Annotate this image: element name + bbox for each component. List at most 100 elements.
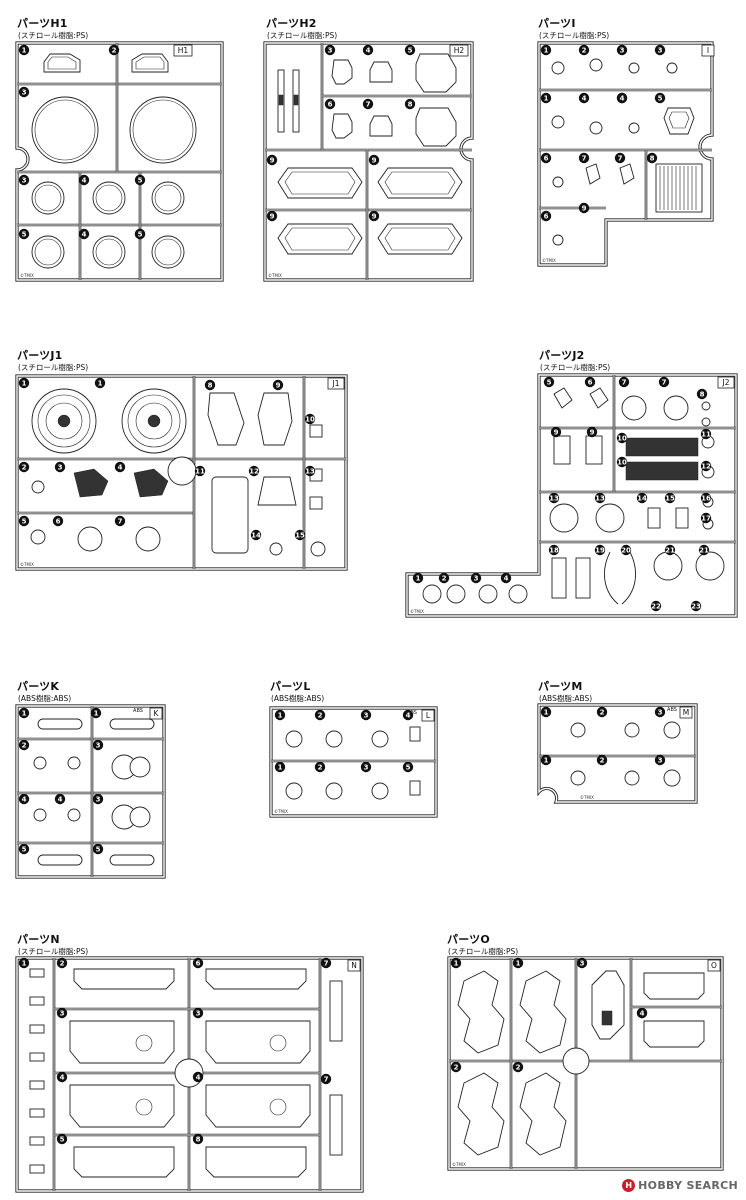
part-number-label: 6 <box>544 154 549 162</box>
part-number-label: 7 <box>582 154 587 162</box>
sheet-material-h1: (スチロール樹脂:PS) <box>18 31 89 40</box>
part-number-label: 2 <box>516 1063 521 1071</box>
part-number-label: 1 <box>98 379 103 387</box>
part-number-badge <box>700 460 712 472</box>
part-number-label: 13 <box>305 467 315 475</box>
part-number-badge <box>18 228 30 240</box>
part-number-label: 7 <box>324 959 329 967</box>
part-number-badge <box>658 376 670 388</box>
part-number-badge <box>470 572 482 584</box>
part-number-label: 8 <box>208 381 213 389</box>
part-number-label: 4 <box>22 795 27 803</box>
part-number-badge <box>450 1061 462 1073</box>
part-number-label: 1 <box>416 574 421 582</box>
part-number-label: 10 <box>305 415 315 423</box>
part-number-label: 9 <box>372 156 377 164</box>
part-number-label: 2 <box>318 711 323 719</box>
sheet-title-h2: パーツH2 <box>266 17 317 30</box>
part-number-badge <box>274 761 286 773</box>
part-number-label: 2 <box>600 708 605 716</box>
part-number-badge <box>654 92 666 104</box>
part-number-label: 4 <box>640 1009 645 1017</box>
part-number-label: 8 <box>196 1135 201 1143</box>
part-number-label: 7 <box>662 378 667 386</box>
part-number-label: 7 <box>324 1075 329 1083</box>
part-number-label: 1 <box>544 756 549 764</box>
part-number-badge <box>18 44 30 56</box>
part-number-label: 3 <box>58 463 63 471</box>
runner-tag-h2: H2 <box>454 46 465 55</box>
part-number-label: 3 <box>196 1009 201 1017</box>
part-number-badge <box>18 793 30 805</box>
part-number-badge <box>540 92 552 104</box>
part-number-badge <box>548 492 560 504</box>
runner-tag-k: K <box>154 709 160 718</box>
part-number-badge <box>320 1073 332 1085</box>
part-number-label: 5 <box>658 94 663 102</box>
part-number-badge <box>578 202 590 214</box>
part-number-badge <box>584 376 596 388</box>
part-number-badge <box>700 428 712 440</box>
part-number-badge <box>18 843 30 855</box>
part-number-label: 5 <box>22 845 27 853</box>
abs-mark-k: ABS <box>133 708 143 714</box>
part-number-label: 4 <box>582 94 587 102</box>
part-number-label: 9 <box>270 212 275 220</box>
copyright-l: ©TMIX <box>274 809 288 814</box>
part-number-label: 2 <box>60 959 65 967</box>
copyright-o: ©TMIX <box>452 1162 466 1167</box>
runner-tag-n: N <box>351 961 357 970</box>
part-number-label: 4 <box>118 463 123 471</box>
runner-tag-m: M <box>683 708 689 717</box>
part-number-label: 15 <box>665 494 675 502</box>
sheet-material-l: (ABS樹脂:ABS) <box>271 694 325 703</box>
part-number-label: 5 <box>138 176 143 184</box>
part-number-badge <box>194 465 206 477</box>
part-number-badge <box>18 377 30 389</box>
part-number-badge <box>596 754 608 766</box>
part-number-label: 9 <box>276 381 281 389</box>
part-number-badge <box>108 44 120 56</box>
part-number-label: 20 <box>621 546 631 554</box>
part-number-badge <box>294 529 306 541</box>
part-number-badge <box>654 706 666 718</box>
runner-tag-l: L <box>426 711 431 720</box>
part-number-label: 10 <box>617 434 627 442</box>
part-number-label: 9 <box>270 156 275 164</box>
sheet-material-n: (スチロール樹脂:PS) <box>18 947 89 956</box>
runner-tag-h1: H1 <box>178 46 189 55</box>
part-h1-3a <box>31 96 99 164</box>
sheet-material-o: (スチロール樹脂:PS) <box>448 947 519 956</box>
part-number-label: 14 <box>251 531 261 539</box>
part-number-badge <box>500 572 512 584</box>
sheet-title-o: パーツO <box>447 933 490 946</box>
part-number-label: 5 <box>406 763 411 771</box>
sheet-material-j1: (スチロール樹脂:PS) <box>18 363 89 372</box>
part-number-badge <box>412 572 424 584</box>
part-number-badge <box>543 376 555 388</box>
part-number-label: 3 <box>364 711 369 719</box>
part-number-badge <box>114 461 126 473</box>
part-number-label: 9 <box>372 212 377 220</box>
part-number-badge <box>18 957 30 969</box>
part-number-badge <box>654 44 666 56</box>
part-number-badge <box>360 761 372 773</box>
part-number-badge <box>540 210 552 222</box>
part-number-badge <box>402 709 414 721</box>
part-number-badge <box>54 793 66 805</box>
part-number-badge <box>272 379 284 391</box>
part-number-label: 3 <box>580 959 585 967</box>
part-number-label: 12 <box>701 462 711 470</box>
sheet-title-i: パーツI <box>538 17 576 30</box>
part-number-label: 1 <box>544 708 549 716</box>
part-number-badge <box>324 44 336 56</box>
part-number-badge <box>274 709 286 721</box>
part-number-badge <box>266 210 278 222</box>
runner-tag-o: O <box>711 961 717 970</box>
runner-tag-j1: J1 <box>332 379 340 388</box>
part-number-label: 21 <box>699 546 709 554</box>
sheet-title-j2: パーツJ2 <box>539 349 585 362</box>
sheet-material-j2: (スチロール樹脂:PS) <box>540 363 611 372</box>
